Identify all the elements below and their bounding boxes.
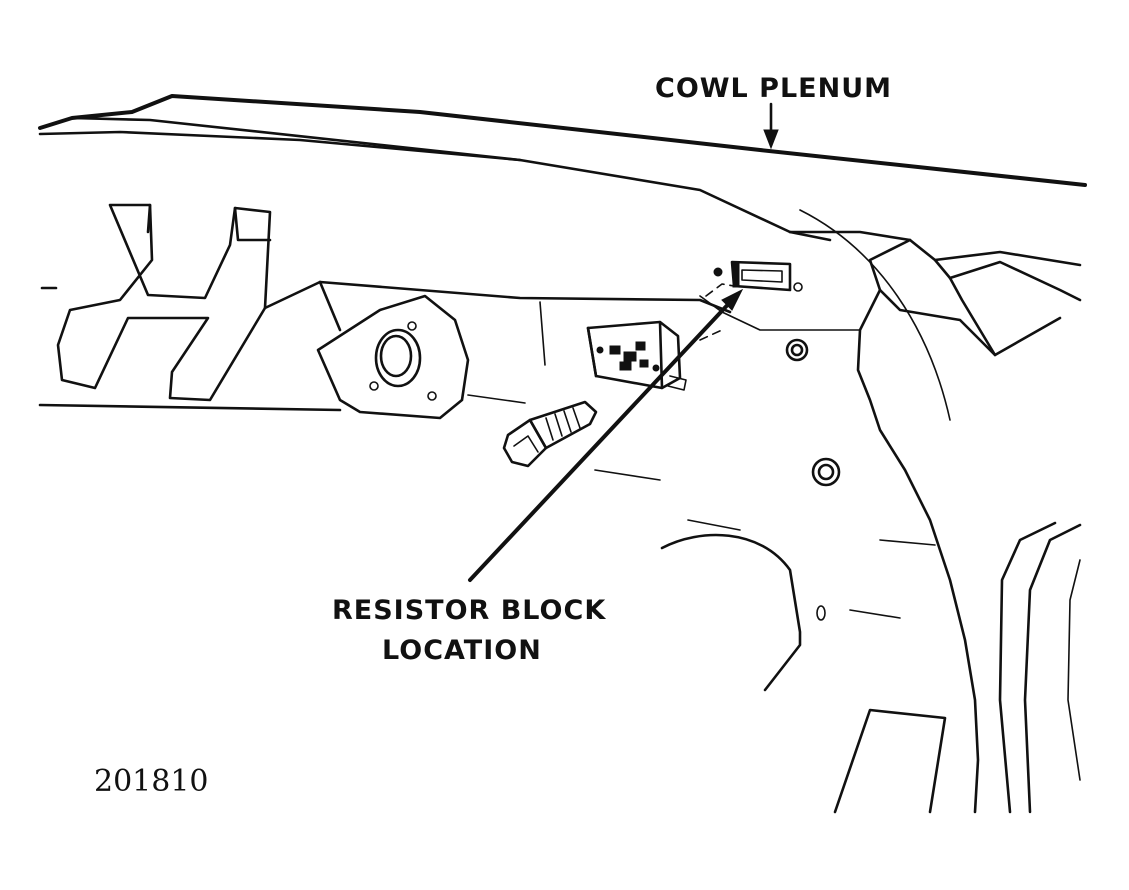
resistor-block-label-line2: LOCATION	[382, 635, 542, 666]
resistor-block-label-line1: RESISTOR BLOCK	[332, 595, 607, 626]
cowl-plenum-label: COWL PLENUM	[655, 73, 892, 104]
figure-number: 201810	[94, 764, 209, 799]
mounting-plate	[316, 294, 546, 420]
cowl-plenum-rail	[38, 94, 1087, 242]
resistor-leader-line	[468, 288, 744, 582]
resistor-opening	[699, 260, 861, 341]
screw-bolt	[502, 400, 598, 468]
lower-panel	[594, 338, 1082, 814]
right-structure	[788, 209, 1082, 814]
cowl-plenum-arrow	[763, 102, 779, 150]
resistor-block	[586, 320, 687, 391]
